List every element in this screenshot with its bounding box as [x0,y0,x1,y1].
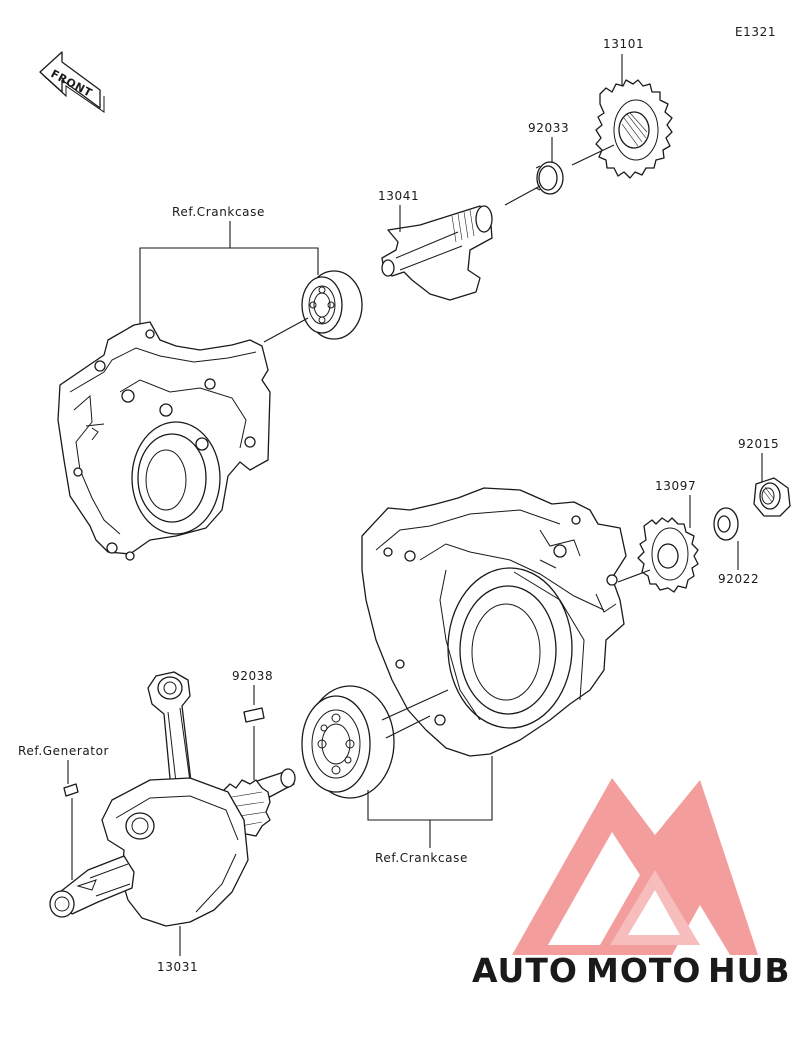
crankcase-left [57,321,271,561]
label-ref-crankcase-top: Ref.Crankcase [172,205,265,219]
nut-92015 [753,477,791,517]
label-13101: 13101 [603,37,644,51]
label-92015: 92015 [738,437,779,451]
diagram-code: E1321 [735,25,776,39]
label-13097: 13097 [655,479,696,493]
label-92038: 92038 [232,669,273,683]
generator-key-icon [63,783,79,797]
gear-13101 [595,79,673,179]
watermark-text-hub: HUB [708,951,791,990]
label-13041: 13041 [378,189,419,203]
bracket-top [139,247,319,340]
gear-13097 [637,517,699,593]
bearing-bottom [301,685,395,799]
axis-bearing-bottom-2 [385,715,431,739]
axis-13097 [617,569,651,583]
axis-13101 [571,144,615,166]
shaft-13041 [381,205,493,301]
watermark-text-auto: AUTO [472,951,578,990]
label-13031: 13031 [157,960,198,974]
label-92022: 92022 [718,572,759,586]
axis-bearing-bottom [381,689,449,721]
watermark-text-moto: MOTO [586,951,701,990]
circlip-92033 [535,161,564,195]
key-92038 [243,707,265,723]
axis-92033 [504,185,541,206]
watermark-logo [512,778,758,955]
washer-92022 [713,507,739,541]
front-arrow-icon: FRONT [39,51,105,113]
axis-bearing-top [263,317,309,343]
crankcase-right [361,487,627,757]
bearing-top [301,270,363,340]
crankshaft-13031 [49,671,296,927]
label-92033: 92033 [528,121,569,135]
label-ref-generator: Ref.Generator [18,744,109,758]
label-ref-crankcase-bottom: Ref.Crankcase [375,851,468,865]
